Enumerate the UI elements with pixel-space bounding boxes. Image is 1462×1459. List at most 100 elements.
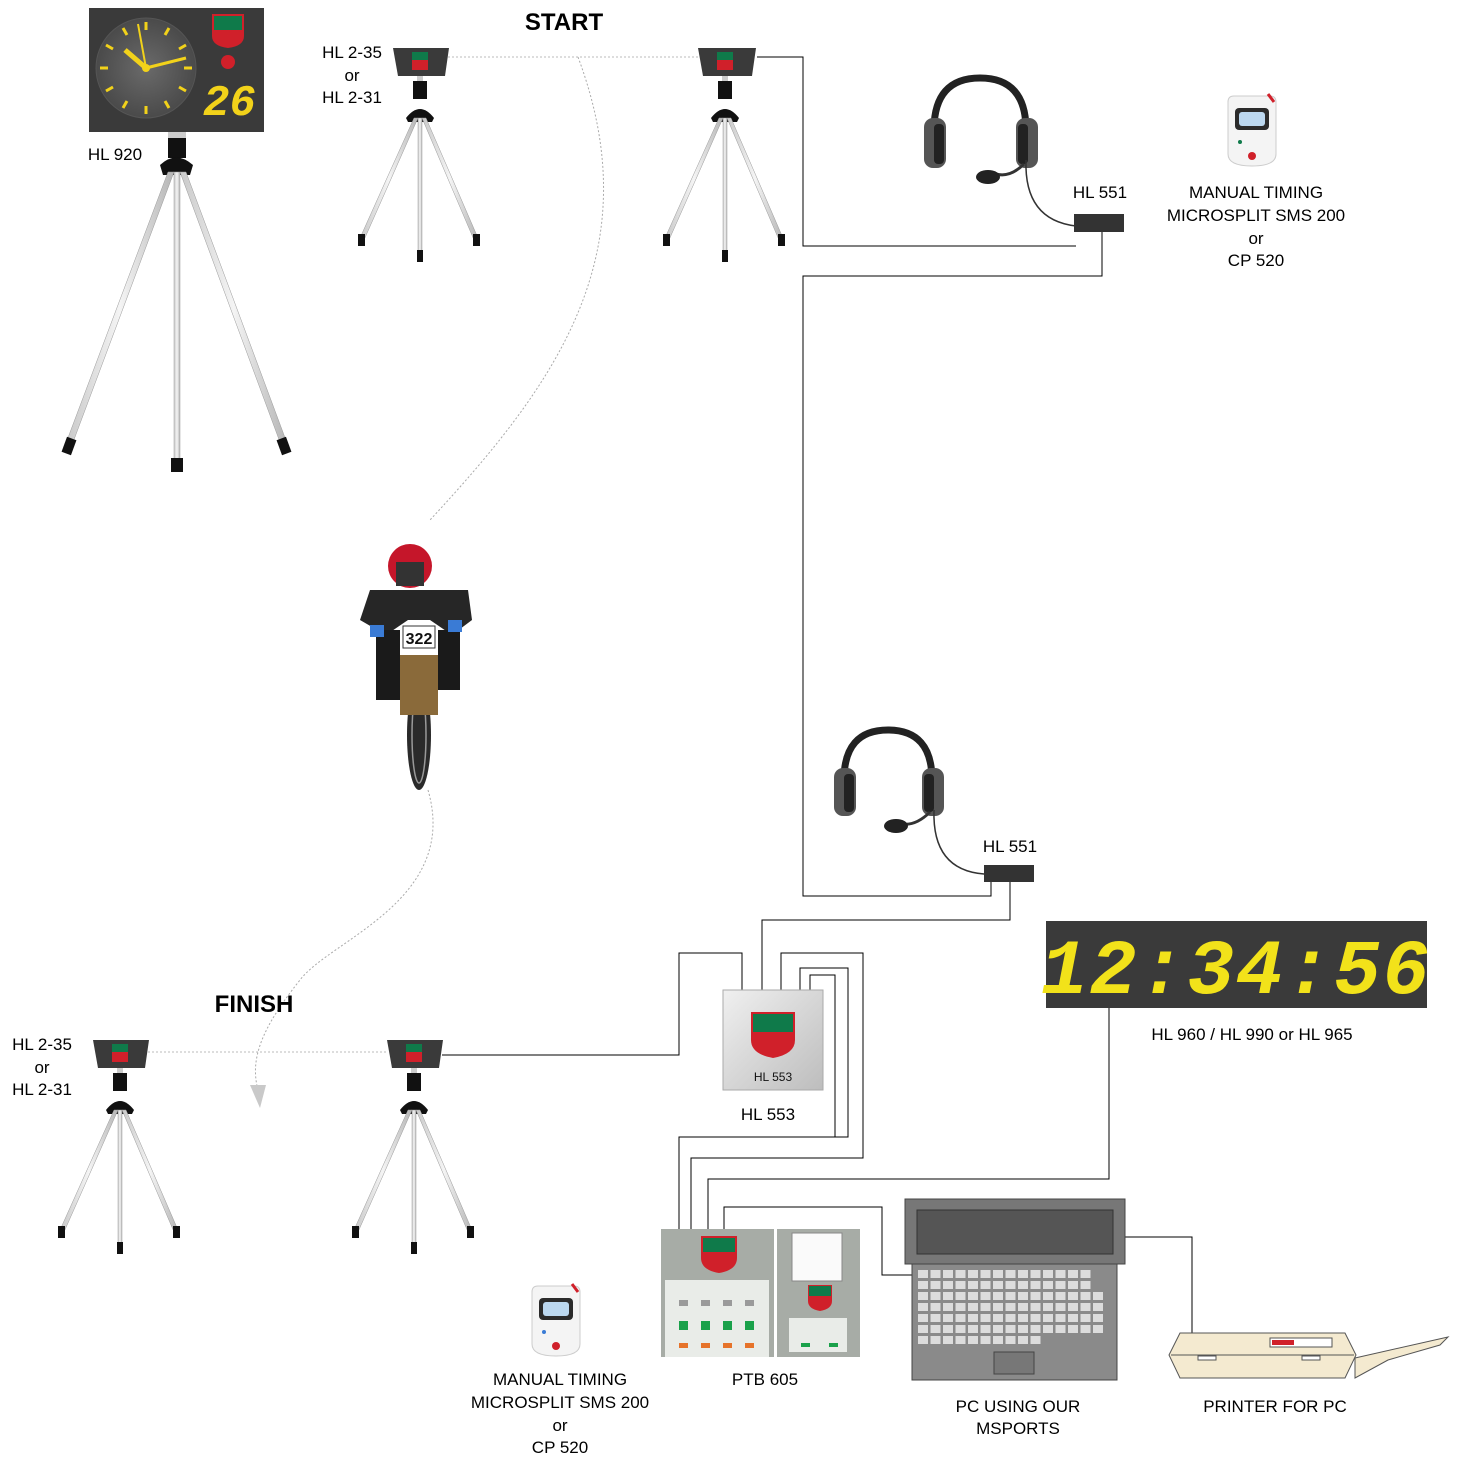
cable-hl553-ptb-3 xyxy=(809,974,836,1137)
keyboard-key xyxy=(968,1270,978,1278)
keyboard-key xyxy=(968,1292,978,1300)
keyboard-key xyxy=(1018,1325,1028,1333)
keyboard-key xyxy=(980,1292,991,1300)
keyboard-key xyxy=(943,1336,953,1344)
keyboard-key xyxy=(943,1314,953,1322)
keyboard-key xyxy=(943,1270,953,1278)
hl920-device: 26 xyxy=(61,8,292,472)
keyboard-key xyxy=(1068,1325,1078,1333)
cable-pc-to-printer xyxy=(1125,1236,1193,1333)
keyboard-key xyxy=(1043,1292,1053,1300)
keyboard-key xyxy=(943,1281,953,1289)
keyboard-key xyxy=(1005,1292,1016,1300)
start-photocell-left xyxy=(358,48,480,262)
stopwatch-bottom xyxy=(531,1283,581,1357)
keyboard-key xyxy=(1093,1325,1103,1333)
keyboard-key xyxy=(955,1336,966,1344)
keyboard-key xyxy=(918,1270,928,1278)
keyboard-key xyxy=(1068,1314,1078,1322)
keyboard-key xyxy=(1043,1281,1053,1289)
keyboard-key xyxy=(993,1292,1003,1300)
keyboard-key xyxy=(1018,1270,1028,1278)
keyboard-key xyxy=(1080,1281,1091,1289)
start-photocell-label-2: or xyxy=(344,66,359,85)
cable-display-to-ptb xyxy=(707,1008,1110,1229)
keyboard-key xyxy=(1080,1314,1091,1322)
keyboard-key xyxy=(968,1314,978,1322)
keyboard-key xyxy=(1080,1303,1091,1311)
keyboard-key xyxy=(918,1292,928,1300)
keyboard-key xyxy=(1005,1303,1016,1311)
printer xyxy=(1168,1332,1450,1379)
manual-bottom-line1: MANUAL TIMING xyxy=(493,1370,627,1389)
heading-start: START xyxy=(525,9,604,36)
keyboard-key xyxy=(943,1292,953,1300)
keyboard-key xyxy=(930,1281,941,1289)
ptb605-label: PTB 605 xyxy=(732,1370,798,1389)
keyboard-key xyxy=(918,1336,928,1344)
hl551-top-label: HL 551 xyxy=(1073,183,1127,202)
keyboard-key xyxy=(1080,1270,1091,1278)
manual-bottom-line4: CP 520 xyxy=(532,1438,588,1457)
start-photocell-label-3: HL 2-31 xyxy=(322,88,382,107)
keyboard-key xyxy=(1005,1270,1016,1278)
keyboard-key xyxy=(1005,1325,1016,1333)
keyboard-key xyxy=(1068,1270,1078,1278)
finish-photocell-right xyxy=(352,1040,474,1254)
keyboard-key xyxy=(955,1314,966,1322)
keyboard-key xyxy=(980,1336,991,1344)
keyboard-key xyxy=(980,1281,991,1289)
tag-heuer-logo xyxy=(212,14,244,48)
printer-label: PRINTER FOR PC xyxy=(1203,1397,1347,1416)
keyboard-key xyxy=(993,1281,1003,1289)
cable-hl551-to-hl553 xyxy=(761,882,1011,990)
manual-top-line1: MANUAL TIMING xyxy=(1189,183,1323,202)
keyboard-key xyxy=(1030,1292,1041,1300)
headset-bottom xyxy=(834,726,985,875)
keyboard-key xyxy=(1005,1281,1016,1289)
keyboard-key xyxy=(955,1303,966,1311)
big-display-digits: 12:34:56 xyxy=(1041,929,1431,1017)
keyboard-key xyxy=(993,1303,1003,1311)
keyboard-key xyxy=(930,1314,941,1322)
keyboard-key xyxy=(1018,1303,1028,1311)
heading-finish: FINISH xyxy=(215,991,294,1018)
keyboard-key xyxy=(1018,1292,1028,1300)
keyboard-key xyxy=(918,1281,928,1289)
ptb605-device xyxy=(661,1229,860,1357)
cable-start-to-hl551 xyxy=(757,56,1076,247)
pc-label-1: PC USING OUR xyxy=(956,1397,1081,1416)
finish-photocell-label-3: HL 2-31 xyxy=(12,1080,72,1099)
finish-photocell-left xyxy=(58,1040,180,1254)
keyboard-key xyxy=(993,1270,1003,1278)
hl920-digits: 26 xyxy=(203,79,256,129)
keyboard-key xyxy=(1030,1303,1041,1311)
keyboard-key xyxy=(1043,1325,1053,1333)
laptop xyxy=(904,1198,1126,1381)
keyboard-key xyxy=(1093,1292,1103,1300)
keyboard-key xyxy=(1055,1292,1066,1300)
finish-photocell-label-2: or xyxy=(34,1058,49,1077)
keyboard-key xyxy=(980,1314,991,1322)
keyboard-key xyxy=(1043,1270,1053,1278)
keyboard-key xyxy=(980,1325,991,1333)
keyboard-key xyxy=(955,1325,966,1333)
keyboard-key xyxy=(918,1325,928,1333)
keyboard-key xyxy=(1055,1281,1066,1289)
hl920-label: HL 920 xyxy=(88,145,142,164)
keyboard-key xyxy=(968,1325,978,1333)
keyboard-key xyxy=(1068,1281,1078,1289)
manual-top-line3: or xyxy=(1248,229,1263,248)
keyboard-key xyxy=(1030,1314,1041,1322)
course-path-lower xyxy=(255,789,434,1091)
pc-label-2: MSPORTS xyxy=(976,1419,1060,1438)
keyboard-key xyxy=(1043,1303,1053,1311)
keyboard-key xyxy=(1043,1314,1053,1322)
keyboard-key xyxy=(1080,1325,1091,1333)
keyboard-key xyxy=(1030,1325,1041,1333)
keyboard-key xyxy=(993,1336,1003,1344)
course-path xyxy=(429,56,605,521)
keyboard-key xyxy=(968,1336,978,1344)
start-photocell-right xyxy=(663,48,785,262)
keyboard-key xyxy=(968,1281,978,1289)
